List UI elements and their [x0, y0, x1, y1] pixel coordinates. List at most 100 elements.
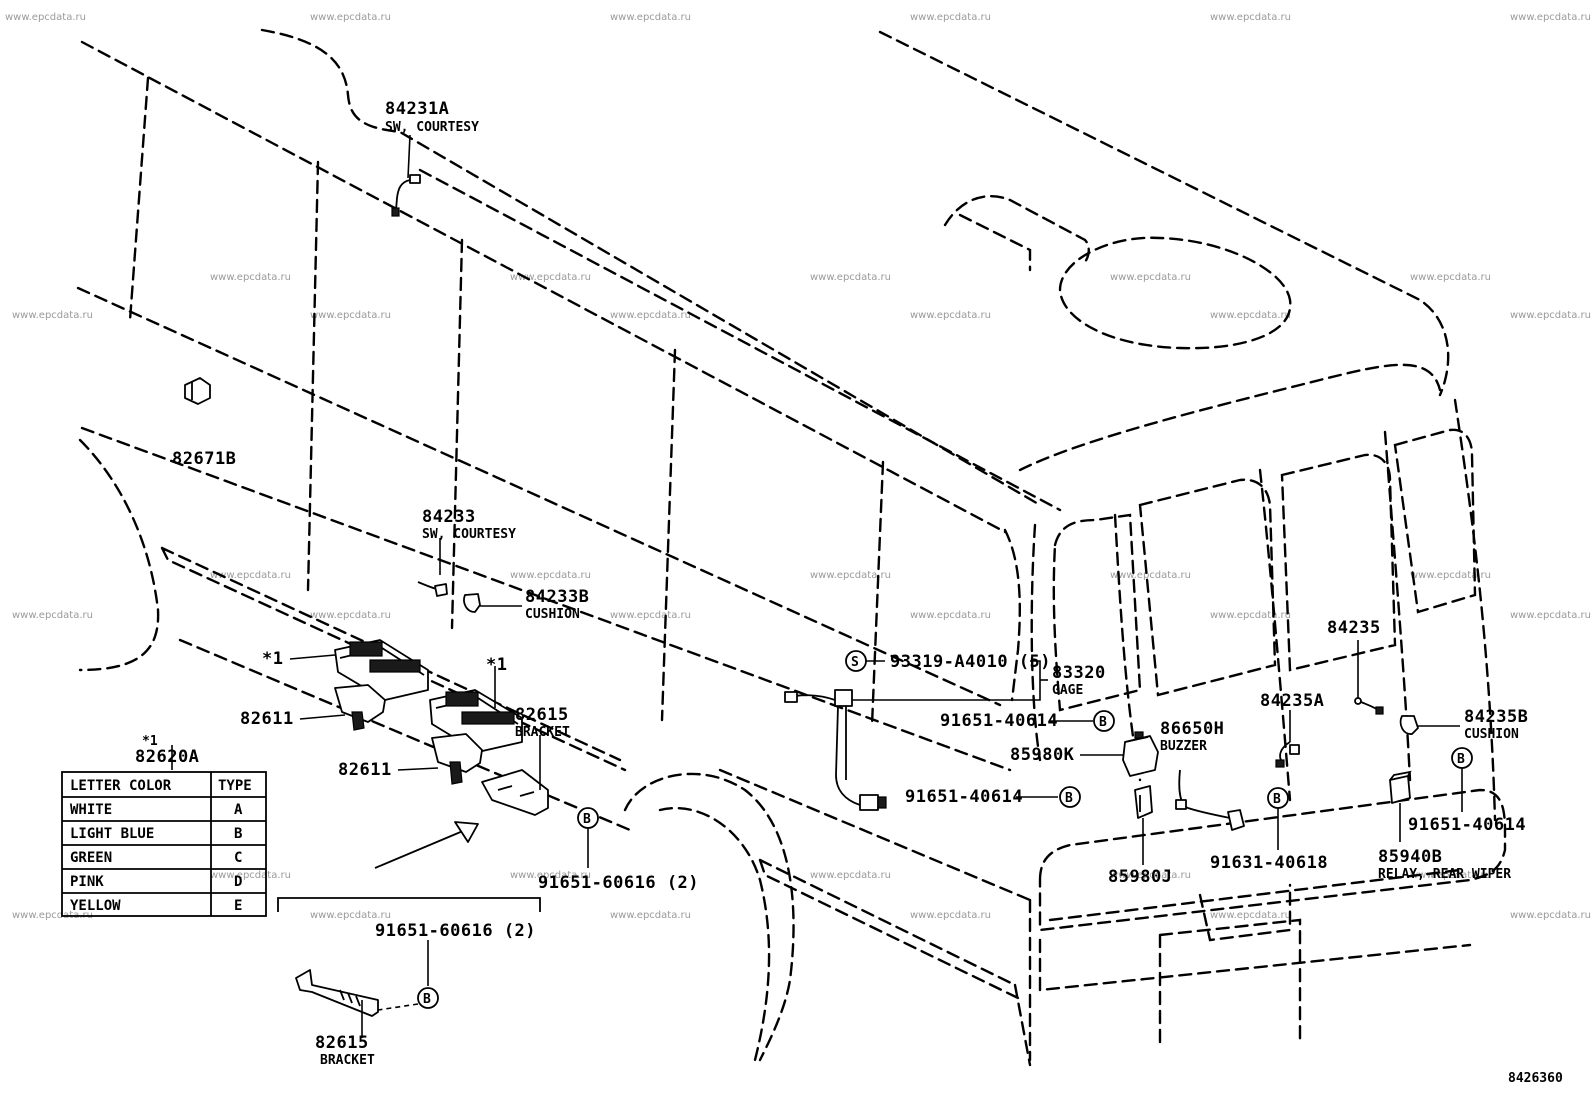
table-header: TYPE: [218, 778, 252, 794]
watermark: www.epcdata.ru: [1210, 610, 1291, 621]
watermark: www.epcdata.ru: [1510, 610, 1591, 621]
drawing-code: 8426360: [1508, 1071, 1563, 1086]
part-number: 82671B: [172, 449, 236, 469]
part-number: 91651-40614: [940, 711, 1058, 731]
watermark: www.epcdata.ru: [1410, 272, 1491, 283]
table-cell: A: [234, 802, 243, 818]
part-number: 91651-60616 (2): [538, 873, 699, 893]
watermark: www.epcdata.ru: [210, 272, 291, 283]
watermark: www.epcdata.ru: [610, 910, 691, 921]
watermark: www.epcdata.ru: [310, 610, 391, 621]
part-number: 86650H: [1160, 719, 1224, 739]
part-91651-40614-a[interactable]: 91651-40614 B: [940, 710, 1115, 732]
part-name: CUSHION: [525, 607, 580, 622]
table-header: LETTER COLOR: [70, 778, 172, 794]
watermark: www.epcdata.ru: [1110, 272, 1191, 283]
marker-b: B: [1065, 791, 1073, 806]
watermark: www.epcdata.ru: [12, 610, 93, 621]
part-85940b-relay[interactable]: 85940B RELAY, REAR WIPER: [1378, 770, 1511, 882]
watermark-layer: www.epcdata.ru www.epcdata.ru www.epcdat…: [5, 12, 1591, 921]
table-cell: C: [234, 850, 242, 866]
watermark: www.epcdata.ru: [810, 870, 891, 881]
watermark: www.epcdata.ru: [910, 310, 991, 321]
marker-b: B: [423, 992, 431, 1007]
part-name: BUZZER: [1160, 739, 1207, 754]
watermark: www.epcdata.ru: [1110, 570, 1191, 581]
part-83320-gage[interactable]: S 93319-A4010 (5) 83320 GAGE: [784, 650, 1106, 811]
part-name: SW, COURTESY: [385, 120, 479, 135]
watermark: www.epcdata.ru: [310, 310, 391, 321]
watermark: www.epcdata.ru: [610, 12, 691, 23]
part-85980k[interactable]: 85980K: [1010, 745, 1124, 765]
gasolin-variant: [277, 897, 541, 912]
marker-b: B: [1099, 715, 1107, 730]
part-82611-top[interactable]: 82611: [240, 709, 346, 729]
watermark: www.epcdata.ru: [310, 12, 391, 23]
part-82611-bottom[interactable]: 82611: [338, 760, 439, 780]
watermark: www.epcdata.ru: [1510, 910, 1591, 921]
watermark: www.epcdata.ru: [910, 610, 991, 621]
part-86650h-buzzer[interactable]: 86650H BUZZER: [1122, 719, 1224, 777]
part-number: 85980K: [1010, 745, 1075, 765]
part-84235b[interactable]: 84235B CUSHION: [1399, 707, 1529, 742]
table-cell: B: [234, 826, 242, 842]
part-91651-60616-gasolin[interactable]: 91651-60616 (2) B: [375, 921, 536, 1011]
watermark: www.epcdata.ru: [1410, 570, 1491, 581]
part-84231a[interactable]: 84231A SW, COURTESY: [385, 99, 479, 217]
part-number: 84233B: [525, 587, 589, 607]
watermark: www.epcdata.ru: [210, 870, 291, 881]
part-number: 83320: [1052, 663, 1106, 683]
part-91651-40614-b[interactable]: 91651-40614 B: [905, 786, 1081, 808]
watermark: www.epcdata.ru: [5, 12, 86, 23]
watermark: www.epcdata.ru: [1210, 910, 1291, 921]
part-number: 84235: [1327, 618, 1381, 638]
table-cell: D: [234, 874, 242, 890]
part-91651-60616[interactable]: B 91651-60616 (2): [538, 807, 699, 893]
watermark: www.epcdata.ru: [1510, 310, 1591, 321]
part-name: GAGE: [1052, 683, 1083, 698]
part-82615-bracket[interactable]: 82615 BRACKET: [481, 705, 570, 816]
part-number: 84235A: [1260, 691, 1324, 711]
watermark: www.epcdata.ru: [1410, 870, 1491, 881]
part-number: 82615: [515, 705, 569, 725]
watermark: www.epcdata.ru: [12, 310, 93, 321]
table-cell: GREEN: [70, 850, 112, 866]
marker-b: B: [583, 812, 591, 827]
part-91631-40618[interactable]: B 91631-40618: [1175, 769, 1328, 873]
part-name: SW, COURTESY: [422, 527, 516, 542]
watermark: www.epcdata.ru: [1510, 12, 1591, 23]
part-name: CUSHION: [1464, 727, 1519, 742]
part-91651-40614-c[interactable]: B 91651-40614: [1408, 747, 1526, 835]
part-emblem-right[interactable]: *1: [429, 655, 523, 785]
part-84235a[interactable]: 84235A: [1260, 691, 1324, 768]
part-84233b[interactable]: 84233B CUSHION: [463, 587, 589, 622]
watermark: www.epcdata.ru: [1210, 310, 1291, 321]
table-cell: PINK: [70, 874, 104, 890]
part-84233[interactable]: 84233 SW, COURTESY: [417, 507, 516, 597]
part-number: 91651-60616 (2): [375, 921, 536, 941]
part-number: 82620A: [135, 747, 199, 767]
part-85980j[interactable]: 85980J: [1108, 785, 1172, 887]
watermark: www.epcdata.ru: [910, 12, 991, 23]
part-number: 93319-A4010 (5): [890, 652, 1051, 672]
part-number: 82611: [338, 760, 392, 780]
part-emblem-left[interactable]: *1: [262, 639, 429, 731]
part-number: 82611: [240, 709, 294, 729]
watermark: www.epcdata.ru: [810, 272, 891, 283]
watermark: www.epcdata.ru: [510, 870, 591, 881]
part-82671b[interactable]: 82671B: [172, 377, 236, 469]
watermark: www.epcdata.ru: [1210, 12, 1291, 23]
watermark: www.epcdata.ru: [12, 910, 93, 921]
part-number: 84235B: [1464, 707, 1528, 727]
part-82615-bracket-gasolin[interactable]: 82615 BRACKET: [295, 969, 379, 1068]
direction-arrow: [374, 821, 479, 869]
part-84235[interactable]: 84235: [1327, 618, 1384, 715]
watermark: www.epcdata.ru: [610, 310, 691, 321]
table-cell: WHITE: [70, 802, 112, 818]
watermark: www.epcdata.ru: [210, 570, 291, 581]
part-name: BRACKET: [515, 725, 570, 740]
part-number: 91651-40614: [1408, 815, 1526, 835]
annotation-star: *1: [262, 649, 283, 669]
